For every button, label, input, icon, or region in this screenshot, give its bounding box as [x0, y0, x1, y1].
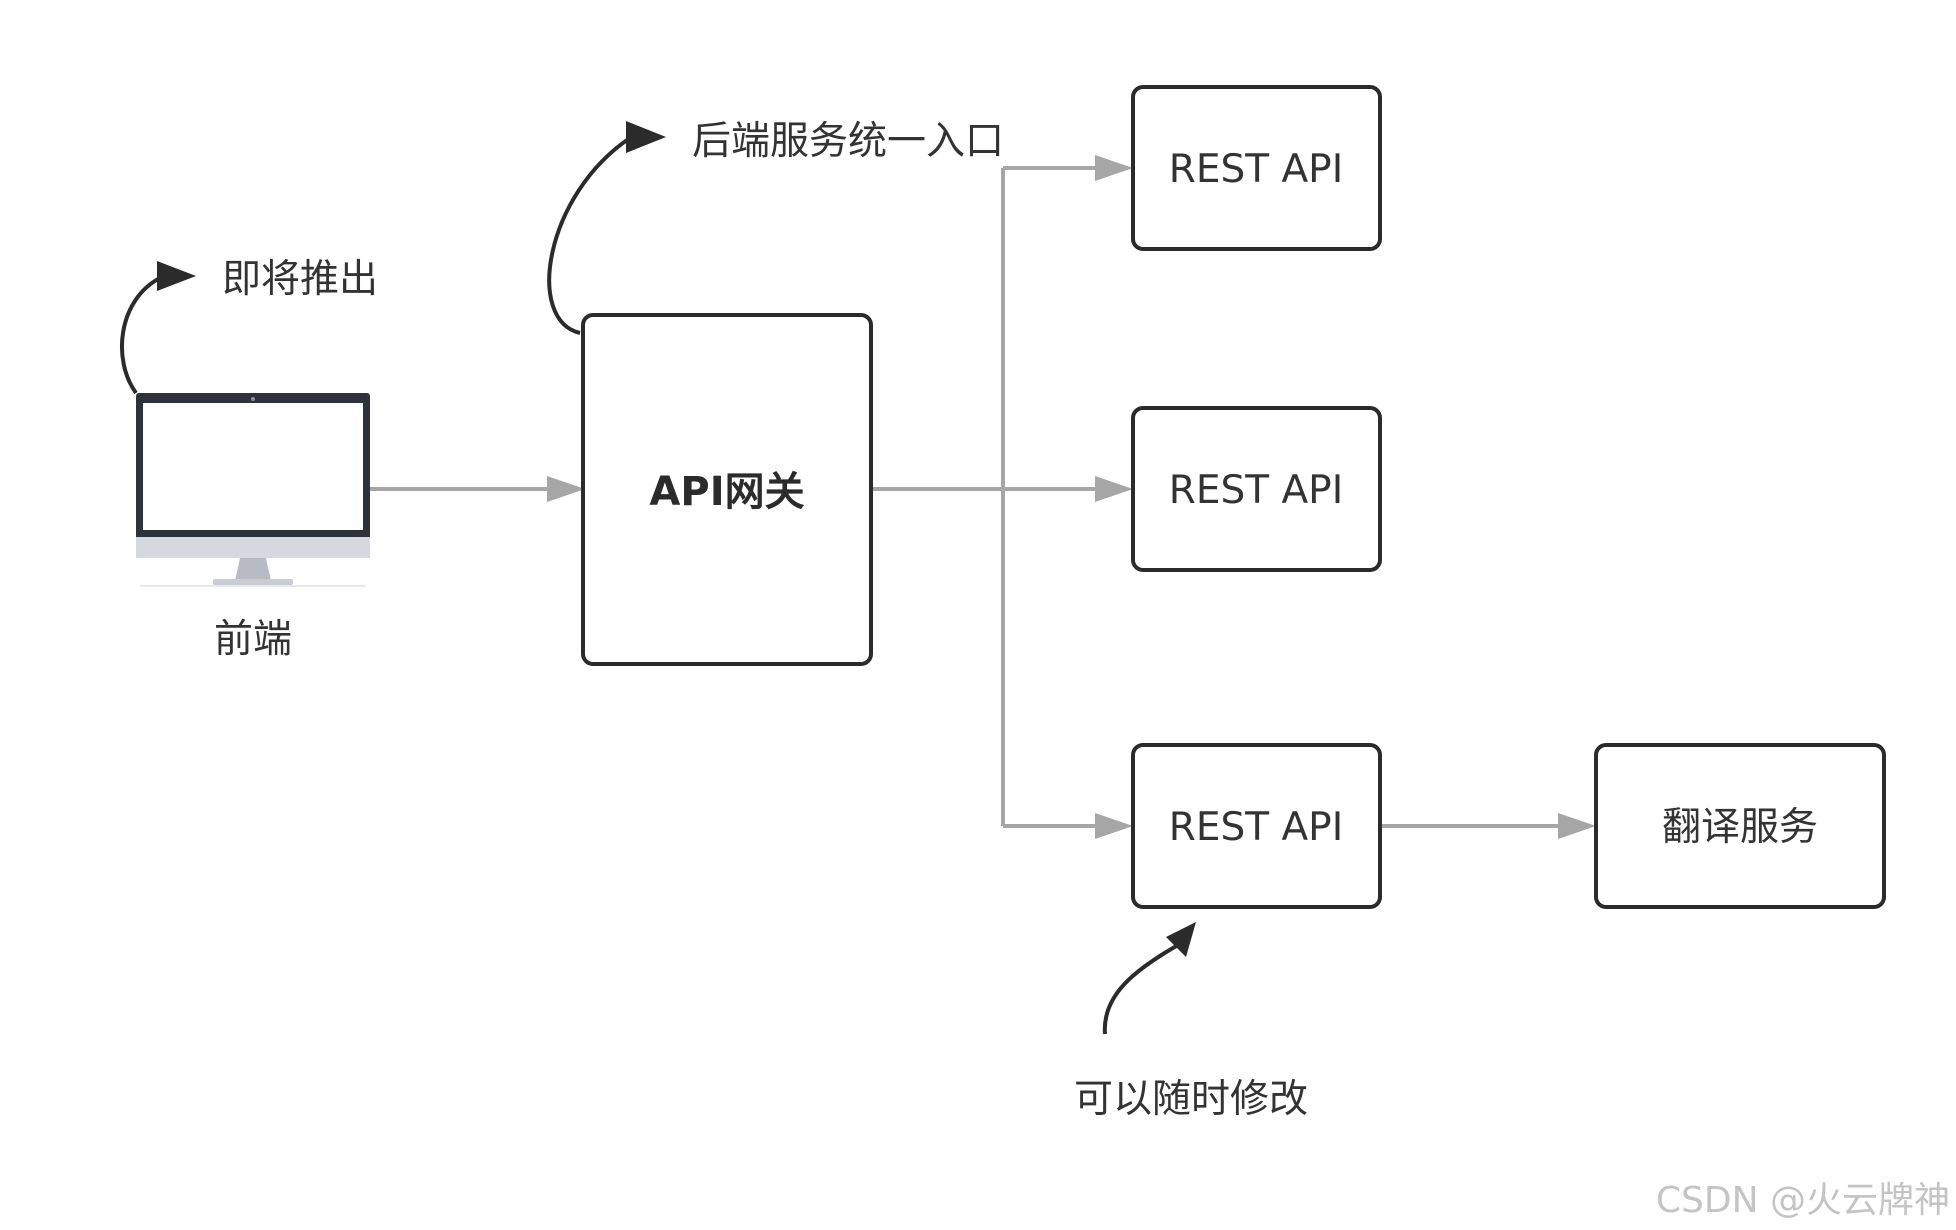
rest-api-middle-box[interactable] — [1131, 406, 1382, 572]
rest-api-bottom-node[interactable]: REST API — [1131, 743, 1382, 909]
translation-service-label: 翻译服务 — [1662, 805, 1818, 850]
arrowhead-rest-bottom — [1095, 813, 1133, 839]
rest-api-top-box[interactable] — [1131, 85, 1382, 251]
rest-api-bottom-box[interactable] — [1131, 743, 1382, 909]
rest-api-top-node[interactable]: REST API — [1131, 85, 1382, 251]
arrowhead-modifiable — [1166, 922, 1196, 957]
annotation-modifiable: 可以随时修改 — [1074, 922, 1308, 1122]
rest-api-top-label: REST API — [1169, 147, 1343, 192]
connectors — [370, 155, 1596, 839]
arrowhead-coming-soon — [157, 261, 196, 291]
annotation-coming-soon: 即将推出 — [119, 257, 378, 395]
annotation-curve-modifiable — [1102, 943, 1180, 1035]
rest-api-middle-node[interactable]: REST API — [1131, 406, 1382, 572]
watermark-text: CSDN @火云牌神 — [1656, 1180, 1950, 1221]
gateway-node[interactable]: API网关 — [581, 313, 873, 666]
annotation-unified-entry: 后端服务统一入口 — [547, 119, 1004, 335]
frontend-label: 前端 — [214, 617, 292, 662]
gateway-box[interactable] — [581, 313, 873, 666]
arrowhead-rest-middle — [1095, 476, 1133, 502]
translation-service-node[interactable]: 翻译服务 — [1594, 743, 1886, 909]
modifiable-text: 可以随时修改 — [1074, 1077, 1308, 1122]
coming-soon-text: 即将推出 — [222, 257, 378, 302]
arrowhead-gateway — [547, 476, 585, 502]
rest-api-bottom-label: REST API — [1169, 805, 1343, 850]
arrowhead-rest-top — [1095, 155, 1133, 181]
gateway-label: API网关 — [649, 469, 804, 515]
annotation-curve-coming-soon — [119, 276, 161, 395]
translation-service-box[interactable] — [1594, 743, 1886, 909]
desktop-monitor-icon — [136, 393, 370, 587]
rest-api-middle-label: REST API — [1169, 468, 1343, 513]
arrowhead-translation — [1558, 813, 1596, 839]
arrowhead-unified-entry — [626, 121, 666, 153]
annotation-curve-unified-entry — [547, 136, 632, 335]
unified-entry-text: 后端服务统一入口 — [692, 119, 1004, 164]
